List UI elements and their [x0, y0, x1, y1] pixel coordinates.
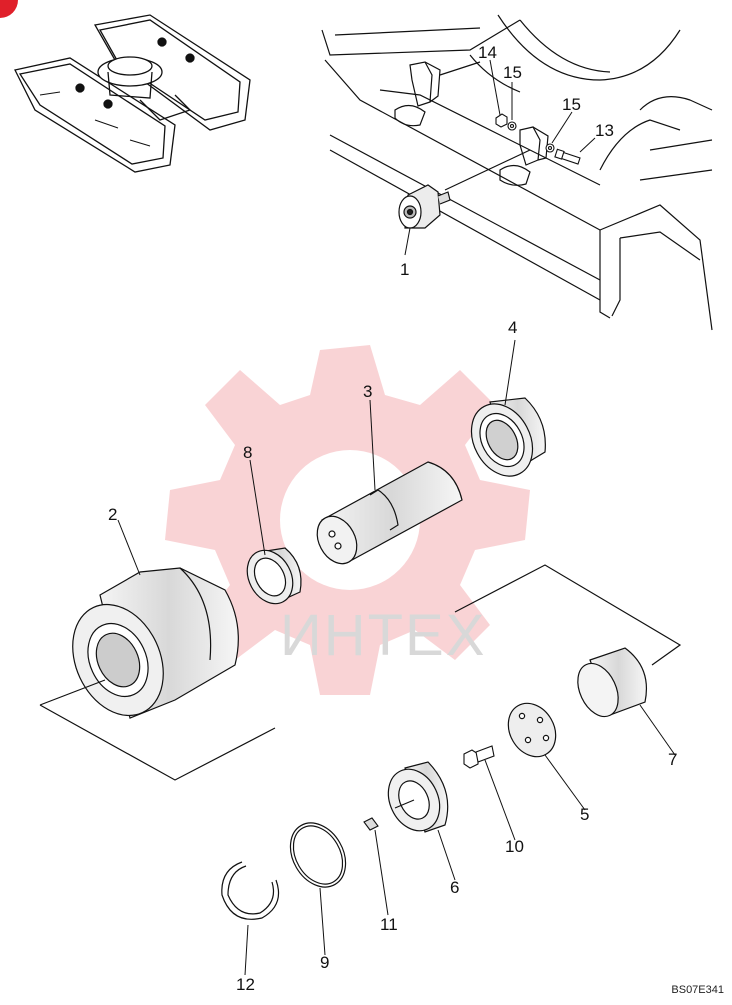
part-7-bushing [577, 647, 648, 718]
callout-6: 6 [450, 878, 459, 897]
part-11-plug [363, 817, 379, 831]
watermark-text: ИНТЕХ [280, 603, 486, 668]
callout-12: 12 [236, 975, 255, 994]
callout-7: 7 [668, 750, 677, 769]
callout-2: 2 [108, 505, 117, 524]
part-6-hub-cap [387, 761, 449, 833]
part-8-seal [246, 547, 302, 605]
part-1-roller-assembly [398, 149, 531, 229]
assembly-brackets [39, 564, 682, 781]
callout-3: 3 [363, 382, 372, 401]
callout-11: 11 [380, 915, 398, 934]
callout-10: 10 [505, 837, 524, 856]
drawing-code: BS07E341 [671, 984, 724, 996]
part-3-shaft [316, 461, 463, 565]
track-frame [321, 14, 713, 331]
part-5-plate [507, 702, 557, 758]
leader-lines [117, 59, 676, 976]
undercarriage-overview [14, 14, 251, 173]
part-12-retaining-ring [221, 861, 280, 920]
part-10-bolt [463, 745, 495, 769]
callout-9: 9 [320, 953, 329, 972]
callout-13: 13 [595, 121, 614, 140]
callout-4: 4 [508, 318, 517, 337]
callout-14: 14 [478, 43, 497, 62]
callout-15-lower: 15 [562, 95, 581, 114]
part-4-collar [470, 397, 546, 477]
frame-fasteners [495, 113, 581, 165]
callout-5: 5 [580, 805, 589, 824]
corner-mark [0, 0, 18, 18]
callout-8: 8 [243, 443, 252, 462]
part-9-o-ring [289, 822, 347, 888]
part-2-roller-shell [72, 567, 239, 719]
callout-1: 1 [400, 260, 409, 279]
callout-15-upper: 15 [503, 63, 522, 82]
